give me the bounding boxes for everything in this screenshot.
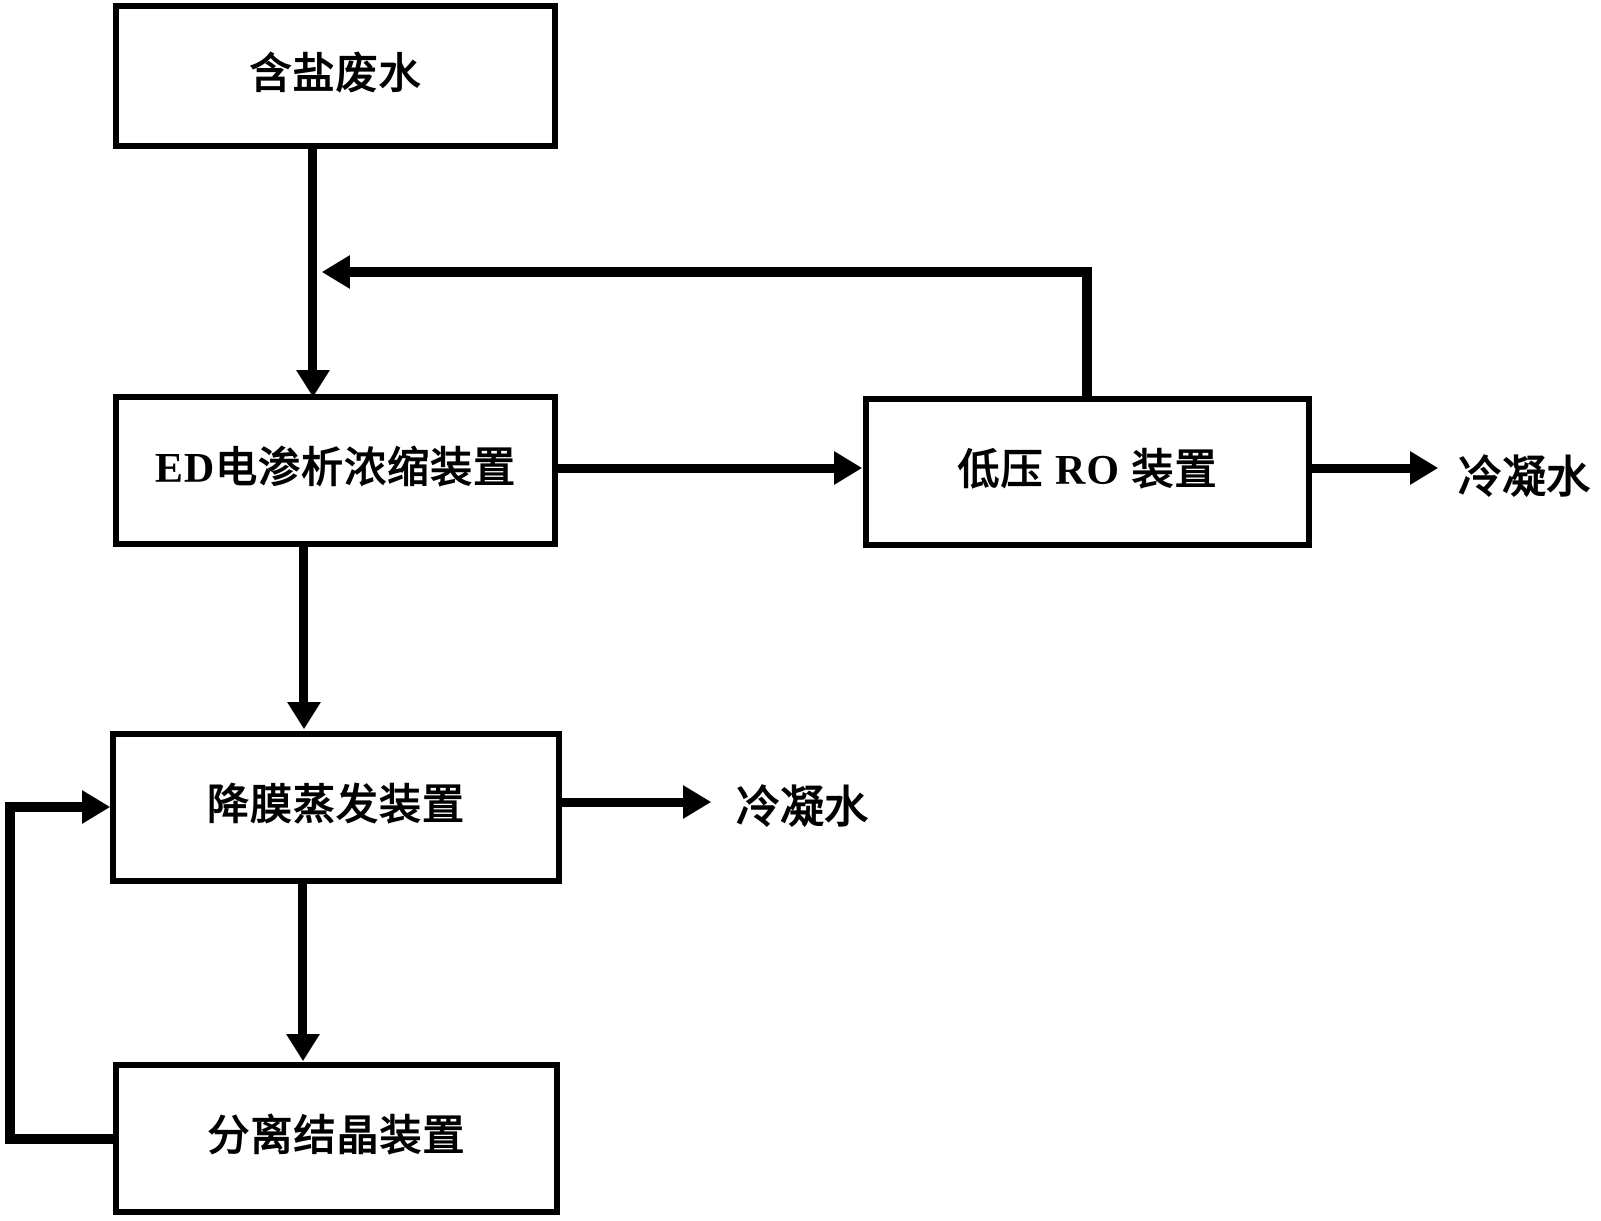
edge-ed-to-ro-line	[558, 464, 836, 473]
recycle-crystallizer-top-line	[5, 802, 83, 812]
node-separation-crystallizer: 分离结晶装置	[113, 1062, 560, 1215]
node-label: 含盐废水	[249, 51, 422, 98]
recycle-ro-to-feed-horizontal-line	[348, 267, 1092, 277]
recycle-crystallizer-bottom-line	[5, 1134, 117, 1144]
arrowhead-right-icon	[834, 451, 862, 485]
node-label: 降膜蒸发装置	[206, 783, 465, 829]
arrowhead-down-icon	[287, 702, 321, 729]
recycle-crystallizer-vertical-line	[5, 802, 15, 1144]
node-ed-concentrator: ED电渗析浓缩装置	[113, 394, 558, 547]
node-label: 分离结晶装置	[207, 1114, 466, 1160]
edge-evaporator-to-crystallizer-line	[298, 884, 307, 1036]
edge-ed-to-evaporator-line	[299, 547, 308, 704]
arrowhead-down-icon	[286, 1034, 320, 1061]
output-label-ro-condensate: 冷凝水	[1458, 453, 1590, 502]
arrowhead-right-icon	[1410, 451, 1438, 485]
arrowhead-right-icon	[683, 785, 711, 819]
output-label-evaporator-condensate: 冷凝水	[736, 783, 868, 832]
node-falling-film-evaporator: 降膜蒸发装置	[110, 731, 562, 884]
edge-salt-to-ed-line	[308, 149, 317, 372]
edge-ro-to-condensate-line	[1312, 464, 1412, 473]
edge-evaporator-to-condensate-line	[562, 798, 684, 807]
arrowhead-down-icon	[296, 370, 330, 397]
node-label: ED电渗析浓缩装置	[154, 446, 517, 492]
recycle-ro-to-feed-vertical-line	[1082, 267, 1092, 396]
node-salt-wastewater: 含盐废水	[113, 3, 558, 149]
node-low-pressure-ro: 低压 RO 装置	[863, 396, 1312, 548]
arrowhead-right-icon	[82, 790, 110, 824]
arrowhead-left-icon	[322, 255, 350, 289]
node-label: 低压 RO 装置	[957, 447, 1218, 494]
